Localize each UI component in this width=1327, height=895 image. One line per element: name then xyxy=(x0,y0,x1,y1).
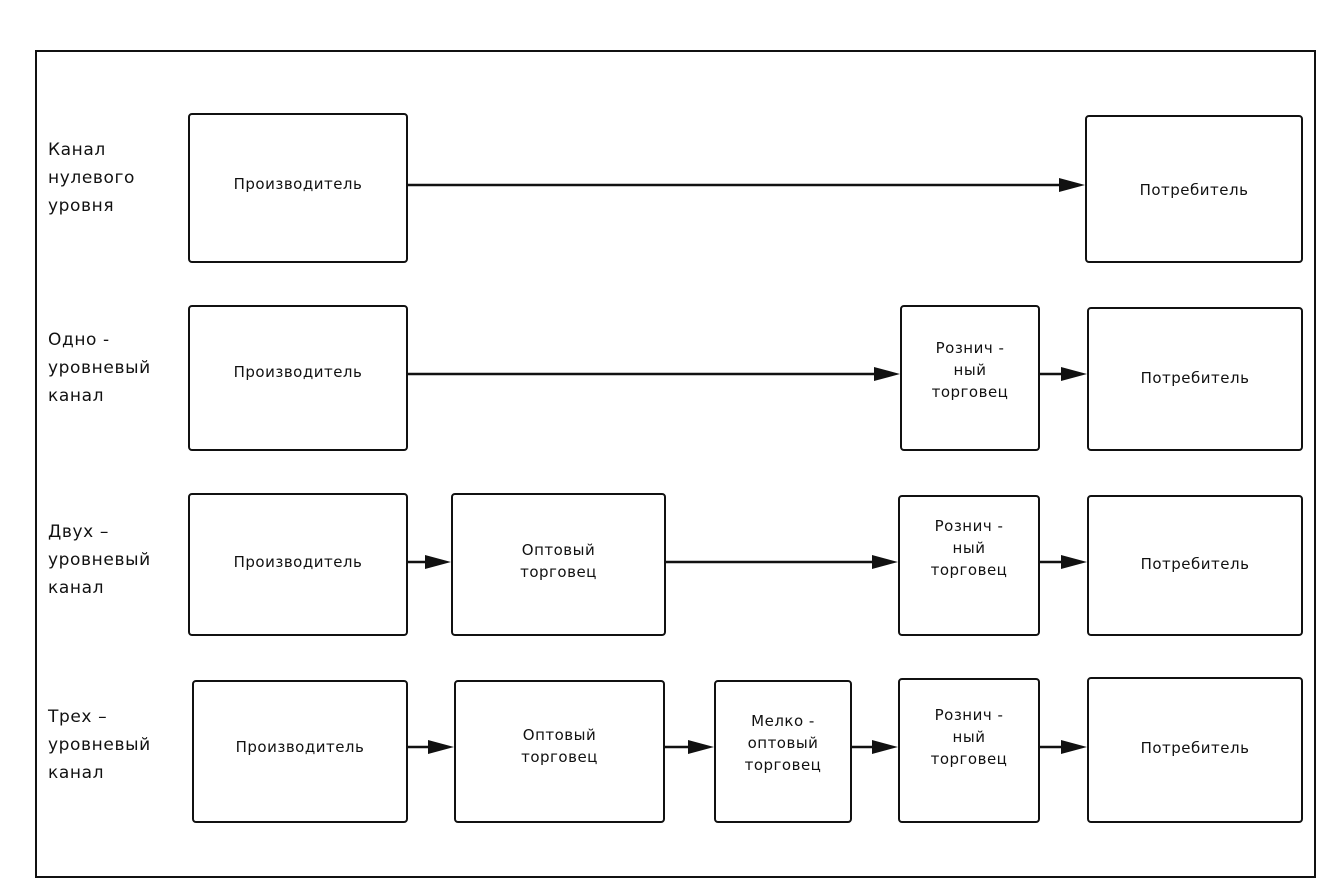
arrow-head-icon xyxy=(425,555,451,569)
arrow-head-icon xyxy=(1061,740,1087,754)
arrow-head-icon xyxy=(1059,178,1085,192)
node-label: Потребитель xyxy=(1139,181,1249,199)
node-label: Рознич - ный торговец xyxy=(930,706,1008,768)
node-consumer: Потребитель xyxy=(1087,495,1303,636)
node-producer: Производитель xyxy=(192,680,408,823)
node-label: Рознич - ный торговец xyxy=(930,517,1008,579)
node-label: Оптовый торговец xyxy=(521,726,598,766)
arrow-head-icon xyxy=(688,740,714,754)
node-wholesaler: Оптовый торговец xyxy=(454,680,665,823)
node-retailer: Рознич - ный торговец xyxy=(898,495,1040,636)
row-label-two-level: Двух – уровневый канал xyxy=(48,522,151,598)
node-label: Рознич - ный торговец xyxy=(931,339,1009,401)
node-wholesaler: Оптовый торговец xyxy=(451,493,666,636)
arrow-head-icon xyxy=(1061,367,1087,381)
arrow-head-icon xyxy=(872,740,898,754)
node-producer: Производитель xyxy=(188,305,408,451)
node-label: Производитель xyxy=(235,738,365,756)
node-jobber: Мелко - оптовый торговец xyxy=(714,680,852,823)
node-retailer: Рознич - ный торговец xyxy=(898,678,1040,823)
node-label: Производитель xyxy=(233,363,363,381)
row-label-one-level: Одно - уровневый канал xyxy=(48,330,151,406)
node-label: Потребитель xyxy=(1140,555,1250,573)
node-label: Оптовый торговец xyxy=(520,541,597,581)
node-producer: Производитель xyxy=(188,113,408,263)
node-label: Производитель xyxy=(233,553,363,571)
node-consumer: Потребитель xyxy=(1087,677,1303,823)
arrow-head-icon xyxy=(1061,555,1087,569)
node-label: Производитель xyxy=(233,175,363,193)
arrow-head-icon xyxy=(428,740,454,754)
node-label: Мелко - оптовый торговец xyxy=(744,712,822,774)
node-producer: Производитель xyxy=(188,493,408,636)
arrow-head-icon xyxy=(874,367,900,381)
row-label-zero-level: Канал нулевого уровня xyxy=(48,140,136,216)
node-consumer: Потребитель xyxy=(1085,115,1303,263)
node-label: Потребитель xyxy=(1140,369,1250,387)
node-consumer: Потребитель xyxy=(1087,307,1303,451)
node-label: Потребитель xyxy=(1140,739,1250,757)
row-label-three-level: Трех – уровневый канал xyxy=(48,707,151,783)
arrow-head-icon xyxy=(872,555,898,569)
diagram-frame xyxy=(35,50,1316,878)
node-retailer: Рознич - ный торговец xyxy=(900,305,1040,451)
